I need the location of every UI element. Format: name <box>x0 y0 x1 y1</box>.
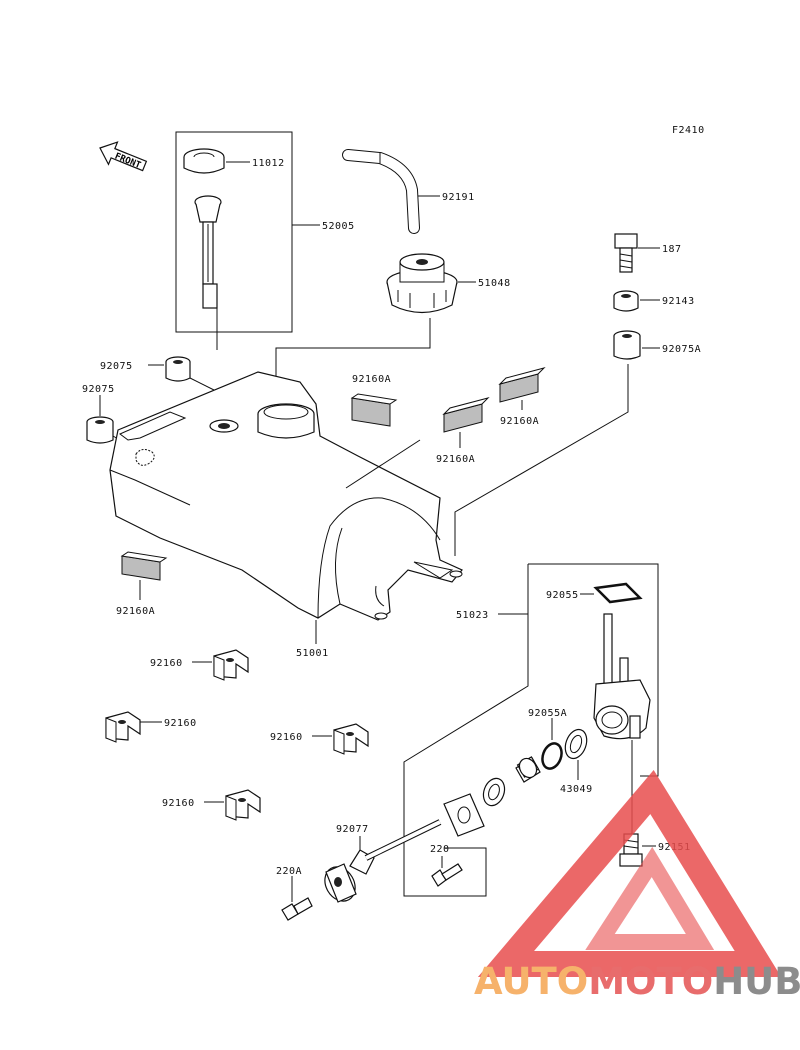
watermark-hub: HUB <box>713 960 800 1003</box>
label-220: 220 <box>430 844 450 855</box>
label-92075A: 92075A <box>662 344 701 355</box>
pad-92160A-right <box>498 367 546 403</box>
clip-92160-d <box>225 789 261 821</box>
pad-92160A-left-top <box>350 393 398 427</box>
fuel-cap-51048 <box>386 253 458 314</box>
label-52005: 52005 <box>322 221 355 232</box>
bolt-187 <box>614 233 638 273</box>
label-11012: 11012 <box>252 158 285 169</box>
cock-group-box-left <box>403 564 529 897</box>
collar-92143 <box>613 290 639 312</box>
label-220A: 220A <box>276 866 302 877</box>
triangle-logo-icon <box>477 769 782 977</box>
screw-220A <box>281 897 313 921</box>
label-92160-a: 92160 <box>150 658 183 669</box>
label-92160A-center: 92160A <box>436 454 475 465</box>
gasket-92055 <box>593 582 643 604</box>
label-43049: 43049 <box>560 784 593 795</box>
label-51023: 51023 <box>456 610 489 621</box>
breather-hose-92191 <box>342 149 420 234</box>
cover-plate <box>443 793 485 837</box>
label-51001: 51001 <box>296 648 329 659</box>
label-51048: 51048 <box>478 278 511 289</box>
clip-92160-c <box>333 723 369 755</box>
label-92077: 92077 <box>336 824 369 835</box>
label-92160-d: 92160 <box>162 798 195 809</box>
label-187: 187 <box>662 244 682 255</box>
fuel-sender-unit <box>194 195 222 350</box>
front-arrow: FRONT <box>99 141 148 172</box>
fuel-tank-51001 <box>109 371 463 621</box>
damper-92075A <box>613 330 641 360</box>
label-92160A-right: 92160A <box>500 416 539 427</box>
pad-92160A-bottom <box>120 551 168 581</box>
label-92055: 92055 <box>546 590 579 601</box>
cock-lever-shaft <box>515 756 541 783</box>
label-92055A: 92055A <box>528 708 567 719</box>
sender-group-box <box>175 131 293 333</box>
figure-code: F2410 <box>672 125 705 136</box>
clip-92160-a <box>213 649 249 681</box>
damper-92075-upper <box>165 356 191 382</box>
leader-92075-upper-to-tank <box>189 377 219 393</box>
label-92160-b: 92160 <box>164 718 197 729</box>
screw-220 <box>431 863 463 887</box>
label-92191: 92191 <box>442 192 475 203</box>
label-92075-lower: 92075 <box>82 384 115 395</box>
lever-92077 <box>324 819 442 903</box>
damper-92075-lower <box>86 416 114 444</box>
pad-92160A-center <box>442 397 490 433</box>
leader-cap-to-tank <box>275 318 431 400</box>
watermark-moto: MOTO <box>588 960 713 1003</box>
label-92160A-bottom: 92160A <box>116 606 155 617</box>
plate-43049 <box>564 728 588 760</box>
gasket-11012 <box>183 148 225 174</box>
leader-rear-mount <box>454 364 629 556</box>
o-ring-92055A <box>541 742 563 770</box>
clip-92160-b <box>105 711 141 743</box>
label-92075-upper: 92075 <box>100 361 133 372</box>
watermark-logo <box>477 769 782 977</box>
watermark-text: AUTOMOTOHUB <box>474 960 800 1003</box>
label-92143: 92143 <box>662 296 695 307</box>
label-92160A-left-top: 92160A <box>352 374 391 385</box>
label-92160-c: 92160 <box>270 732 303 743</box>
seal-ring <box>482 777 506 807</box>
watermark-auto: AUTO <box>474 960 588 1003</box>
fuel-cock-body <box>593 613 651 740</box>
